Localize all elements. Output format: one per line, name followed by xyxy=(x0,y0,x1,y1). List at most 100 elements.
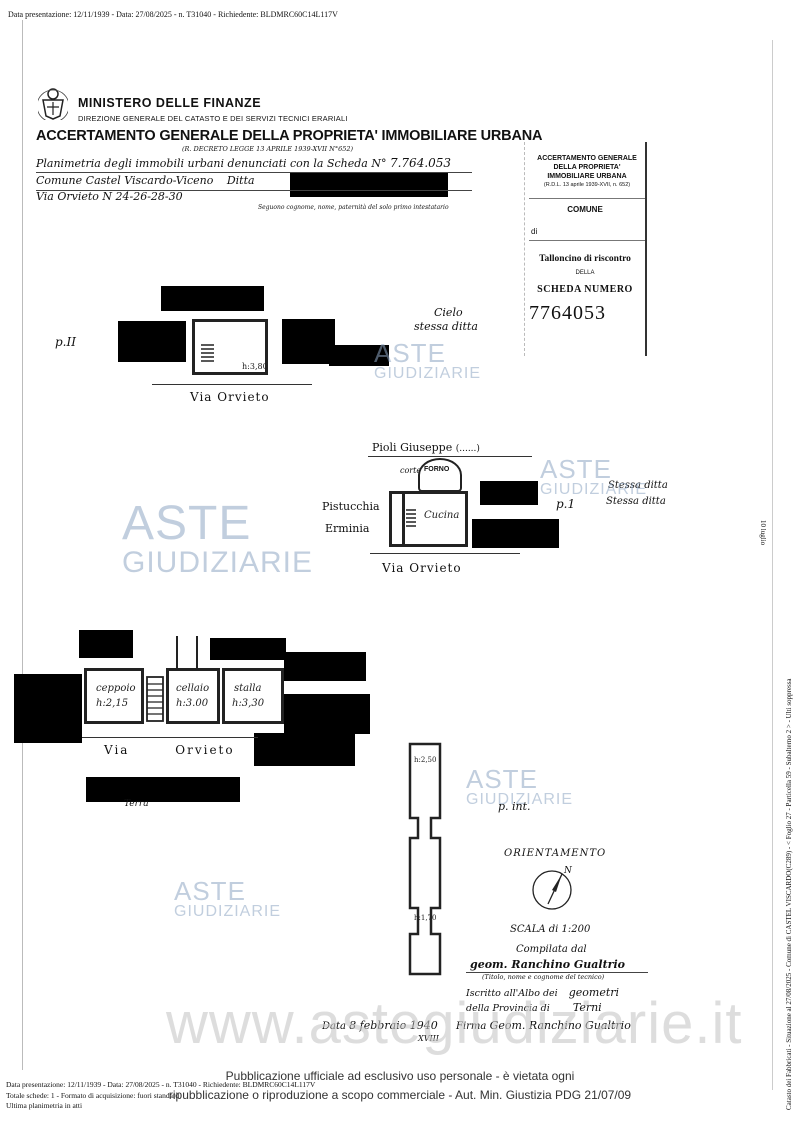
corte-label: corte xyxy=(400,466,422,475)
redaction-pt-a xyxy=(79,630,133,658)
provincia-label: della Provincia di xyxy=(466,1003,550,1014)
room-stalla xyxy=(222,668,284,724)
tecnico-underline xyxy=(466,972,648,973)
orientamento-label: ORIENTAMENTO xyxy=(504,848,607,859)
ditta-label: Ditta xyxy=(226,174,255,187)
data-year: XVIII xyxy=(418,1034,439,1043)
owner-top-p1: Pioli Giuseppe (......) xyxy=(372,441,480,454)
publication-notice-1: Pubblicazione ufficiale ad esclusivo uso… xyxy=(225,1069,575,1083)
header-line: Data presentazione: 12/11/1939 - Data: 2… xyxy=(8,10,338,19)
stub-heading: ACCERTAMENTO GENERALE DELLA PROPRIETA' I… xyxy=(537,155,637,180)
redaction-p1-b xyxy=(472,519,559,548)
document-title: ACCERTAMENTO GENERALE DELLA PROPRIETA' I… xyxy=(36,128,543,144)
watermark-1: ASTE GIUDIZIARIE xyxy=(374,338,482,382)
neighbor-p1-1: Pistucchia xyxy=(322,500,380,513)
redaction-pt-b xyxy=(210,638,286,660)
stessa-ditta-p1-a: Stessa ditta xyxy=(608,480,668,491)
redaction-pt-f xyxy=(254,733,355,766)
compass-rose-icon xyxy=(532,870,572,910)
watermark-5: ASTE GIUDIZIARIE xyxy=(174,876,282,920)
plan-pint xyxy=(408,742,442,976)
stub-comune: COMUNE xyxy=(567,205,603,214)
compass-north: N xyxy=(564,866,572,876)
street-line-p2 xyxy=(152,384,312,385)
stub-scheda: SCHEDA NUMERO xyxy=(537,284,633,295)
data-line: Data 8 febbraio 1940 xyxy=(322,1019,438,1032)
redaction-p1-a xyxy=(480,481,538,505)
firma-label: Firma xyxy=(456,1021,487,1032)
street-line-p1 xyxy=(370,553,520,554)
neighbor-p1-2: Erminia xyxy=(325,522,370,535)
ceppoio-label: ceppoio xyxy=(96,683,136,694)
watermark-2: ASTE GIUDIZIARIE xyxy=(540,454,648,498)
redaction-pt-e xyxy=(284,694,370,734)
stub-box: ACCERTAMENTO GENERALE DELLA PROPRIETA' I… xyxy=(524,142,647,356)
data-label: Data xyxy=(322,1021,346,1032)
footer-line-1: Data presentazione: 12/11/1939 - Data: 2… xyxy=(6,1080,316,1089)
cielo-label: Cielo xyxy=(434,306,463,319)
forno-label: FORNO xyxy=(424,466,450,473)
redaction-pt-d xyxy=(14,674,82,743)
redaction-ditta xyxy=(290,173,448,197)
site-watermark: www.astegiudiziarie.it xyxy=(166,991,743,1056)
lane-p-t xyxy=(176,636,198,670)
redaction-p2-c xyxy=(282,319,335,364)
provincia-value: Terni xyxy=(572,1001,602,1014)
comune-label: Comune xyxy=(36,174,83,187)
stessa-ditta-p1-b: Stessa ditta xyxy=(606,496,666,507)
side-text-right: Catasto dei Fabbricati - Situazione al 2… xyxy=(785,678,793,1110)
cucina-label: Cucina xyxy=(424,510,460,521)
stub-number: 7764053 xyxy=(529,302,606,324)
direction-name: DIREZIONE GENERALE DEL CATASTO E DEI SER… xyxy=(78,114,348,123)
comune-value: Castel Viscardo-Viceno xyxy=(85,174,214,187)
iscritto-line: Iscritto all'Albo dei geometri xyxy=(466,986,619,999)
frame-left-line xyxy=(22,20,23,1070)
form-underline-2 xyxy=(36,190,472,191)
redaction-pt-g xyxy=(86,777,240,802)
room-ceppoio xyxy=(84,668,144,724)
watermark-4: ASTE GIUDIZIARIE xyxy=(466,764,574,808)
stessa-ditta-p2: stessa ditta xyxy=(414,320,478,333)
form-note: Seguono cognome, nome, paternità del sol… xyxy=(258,204,449,211)
stalla-label: stalla xyxy=(234,683,262,694)
redaction-p2-b xyxy=(118,321,186,362)
room-cellaio xyxy=(166,668,220,724)
stub-della: DELLA xyxy=(575,270,595,276)
stair-icon-p1 xyxy=(406,509,416,527)
street-p1: Via Orvieto xyxy=(382,561,462,575)
publication-notice-2: ripubblicazione o riproduzione a scopo c… xyxy=(168,1088,632,1102)
footer-line-2: Totale schede: 1 - Formato di acquisizio… xyxy=(6,1091,180,1100)
owner-name-p1: Pioli Giuseppe xyxy=(372,441,453,454)
form-underline-1 xyxy=(36,172,472,173)
scheda-number: 7.764.053 xyxy=(389,156,452,170)
street-line-pt xyxy=(82,737,258,738)
cellaio-height: h:3.00 xyxy=(176,698,209,709)
ceppoio-height: h:2,15 xyxy=(96,698,129,709)
redaction-p2-d xyxy=(329,345,389,366)
form-line-1-label: Planimetria degli immobili urbani denunc… xyxy=(36,157,387,170)
form-line-2: Comune Castel Viscardo-Viceno Ditta xyxy=(36,174,255,187)
stair-icon-p2 xyxy=(201,344,214,362)
frame-right-line xyxy=(772,40,773,1090)
pint-h-bottom: h:1,70 xyxy=(414,914,437,922)
floor-label-p1: p.1 xyxy=(556,497,576,511)
via-value: Orvieto N 24-26-28-30 xyxy=(57,190,183,203)
forno-shape xyxy=(418,458,462,492)
stub-di: di xyxy=(531,227,538,236)
footer-line-3: Ultima planimetria in atti xyxy=(6,1101,83,1110)
tecnico-subtitle: (Titolo, nome e cognome del tecnico) xyxy=(482,973,605,981)
stub-sep-2 xyxy=(529,240,645,241)
boundary-top-p1 xyxy=(368,456,532,457)
terra-label: Terra xyxy=(124,799,149,809)
emblem-icon xyxy=(38,88,68,120)
watermark-3: ASTE GIUDIZIARIE xyxy=(122,497,314,579)
iscritto-label: Iscritto all'Albo dei xyxy=(466,988,558,999)
stub-talloncino: Talloncino di riscontro xyxy=(539,254,631,264)
redaction-p2-a xyxy=(161,286,264,311)
scala-label: SCALA di 1:200 xyxy=(510,924,591,935)
via-label: Via xyxy=(36,190,54,203)
albo-value: geometri xyxy=(568,986,620,999)
stair-icon-pt xyxy=(146,676,164,722)
provincia-line: della Provincia di Terni xyxy=(466,1001,602,1014)
ministry-name: MINISTERO DELLE FINANZE xyxy=(78,96,262,110)
